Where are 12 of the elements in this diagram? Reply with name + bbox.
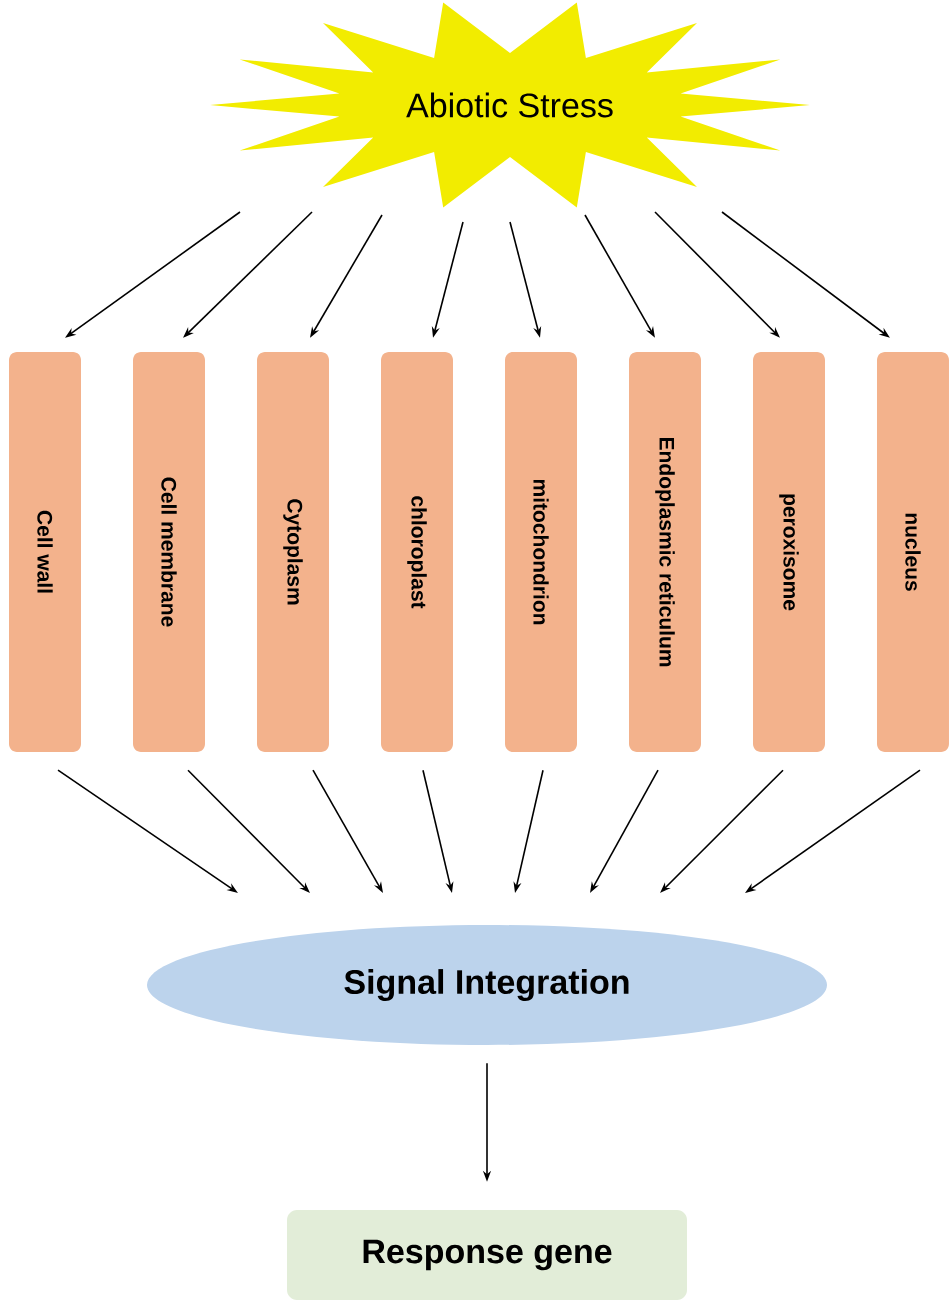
compartment-box: peroxisome (753, 352, 825, 752)
compartment-box: nucleus (877, 352, 949, 752)
compartment-box: chloroplast (381, 352, 453, 752)
compartment-box: mitochondrion (505, 352, 577, 752)
result-box: Response gene (287, 1210, 687, 1300)
compartment-box: Cytoplasm (257, 352, 329, 752)
arrow (660, 769, 784, 893)
arrow (187, 769, 310, 893)
compartment-box: Endoplasmic reticulum (629, 352, 701, 752)
starburst: Abiotic Stress (210, 2, 810, 208)
compartment-box: Cell membrane (133, 352, 205, 752)
compartment-box: Cell wall (9, 352, 81, 752)
